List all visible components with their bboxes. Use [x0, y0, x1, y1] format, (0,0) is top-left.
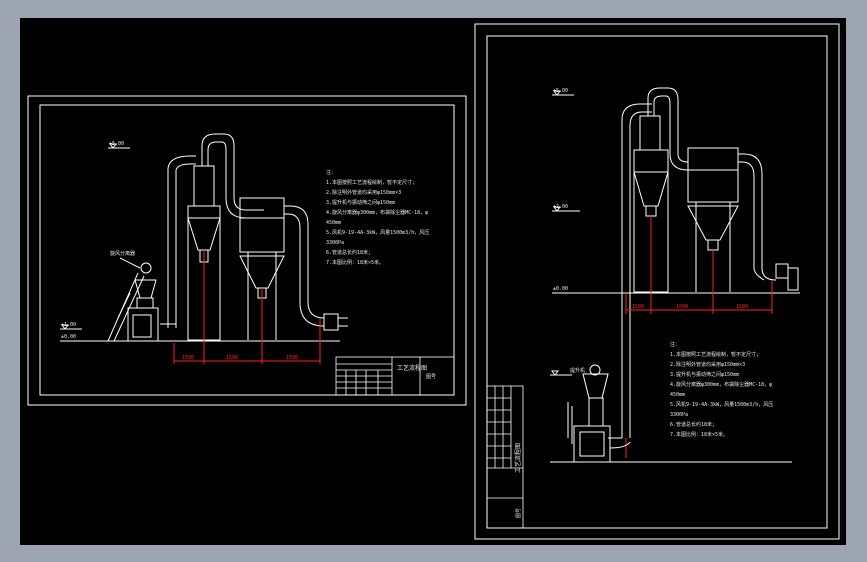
- right-note-3: 3.提升机与振动筛之间φ150mm: [670, 371, 739, 378]
- right-level-mid-text: +2.00: [553, 204, 568, 210]
- right-note-0: 注：: [670, 341, 680, 348]
- right-bag-filter: [687, 147, 799, 292]
- right-note-1: 1.本图按照工艺流程绘制，暂不定尺寸；: [670, 351, 761, 358]
- left-note-5: 450mm: [326, 220, 341, 226]
- right-level-mid: [552, 206, 580, 212]
- left-note-9: 7.本图比例：18米×5米。: [326, 259, 384, 266]
- right-level-top-text: +5.00: [553, 88, 568, 94]
- right-note-4: 4.旋风分离器φ300mm，布袋除尘器MC-18，φ: [670, 381, 772, 388]
- right-title-number: 图号: [516, 508, 522, 518]
- right-level-floor-text: ±0.00: [553, 286, 568, 292]
- left-note-6: 5.风机9-19-4A-3kW，风量1500m3/h，风压: [326, 229, 429, 236]
- right-dim-2: 1500: [676, 304, 688, 310]
- right-title-block: [486, 385, 524, 529]
- right-dim-3: 1500: [736, 304, 748, 310]
- right-notes: 注： 1.本图按照工艺流程绘制，暂不定尺寸； 2.除注明外管道均采用φ150mm…: [670, 341, 773, 438]
- left-pipe-riser: [160, 155, 196, 328]
- right-note-9: 7.本图比例：18米×5米。: [670, 431, 728, 438]
- right-note-5: 450mm: [670, 392, 685, 398]
- right-dimension-chain: [625, 216, 773, 458]
- left-cyclone: [187, 133, 264, 341]
- left-level-top: [108, 143, 130, 149]
- left-title-name: 工艺流程图: [397, 364, 427, 372]
- left-level-floor-text: ±0.00: [61, 334, 76, 340]
- right-dim-1: 1500: [632, 304, 644, 310]
- left-sheet-outer-border: [27, 95, 467, 406]
- left-dimension-chain: [173, 250, 321, 364]
- left-sheet-inner-border: [39, 104, 455, 396]
- left-bucket-elevator: [107, 257, 159, 342]
- left-title-number: 图号: [426, 374, 436, 380]
- right-sheet-outer-border: [474, 23, 840, 540]
- left-note-3: 3.提升机与振动筛之间φ150mm: [326, 199, 395, 206]
- left-level-top-text: +5.00: [109, 141, 124, 147]
- left-level-mid-text: +1.00: [61, 322, 76, 328]
- left-dim-3: 1500: [286, 355, 298, 361]
- right-level-lower-marks: [550, 370, 792, 463]
- right-title-name: 工艺流程图: [514, 443, 522, 473]
- left-note-0: 注：: [326, 169, 336, 176]
- right-sheet-text: +5.00 +2.00 ±0.00 提升机 1500 1500 1500 注： …: [553, 88, 773, 438]
- right-sheet-inner-border: [486, 35, 828, 529]
- right-note-8: 6.管道总长约18米；: [670, 421, 717, 428]
- right-note-6: 5.风机9-19-4A-3kW，风量1500m3/h，风压: [670, 401, 773, 408]
- cad-canvas[interactable]: +5.00 +1.00 ±0.00 旋风分离器 1500 1500 1500 注…: [20, 18, 846, 545]
- left-level-mid: [60, 324, 82, 330]
- right-bucket-elevator: [567, 364, 631, 463]
- right-equipment-tag: 提升机: [570, 367, 585, 374]
- left-title-block: [335, 356, 455, 396]
- left-note-2: 2.除注明外管道均采用φ150mm×3: [326, 189, 401, 196]
- left-sheet[interactable]: [27, 95, 467, 406]
- left-equipment-tag: 旋风分离器: [110, 250, 135, 257]
- left-dim-2: 1500: [226, 355, 238, 361]
- left-notes: 注： 1.本图按照工艺流程绘制，暂不定尺寸； 2.除注明外管道均采用φ150mm…: [326, 169, 429, 266]
- right-note-7: 3300Pa: [670, 412, 688, 418]
- left-sheet-text: +5.00 +1.00 ±0.00 旋风分离器 1500 1500 1500 注…: [61, 141, 429, 361]
- left-note-7: 3300Pa: [326, 240, 344, 246]
- right-note-2: 2.除注明外管道均采用φ150mm×3: [670, 361, 745, 368]
- left-note-8: 6.管道总长约18米；: [326, 249, 373, 256]
- cad-viewport[interactable]: +5.00 +1.00 ±0.00 旋风分离器 1500 1500 1500 注…: [20, 18, 846, 545]
- left-note-4: 4.旋风分离器φ300mm，布袋除尘器MC-18，φ: [326, 209, 428, 216]
- right-sheet[interactable]: [474, 23, 840, 540]
- right-level-top: [552, 90, 574, 96]
- left-note-1: 1.本图按照工艺流程绘制，暂不定尺寸；: [326, 179, 417, 186]
- left-dim-1: 1500: [182, 355, 194, 361]
